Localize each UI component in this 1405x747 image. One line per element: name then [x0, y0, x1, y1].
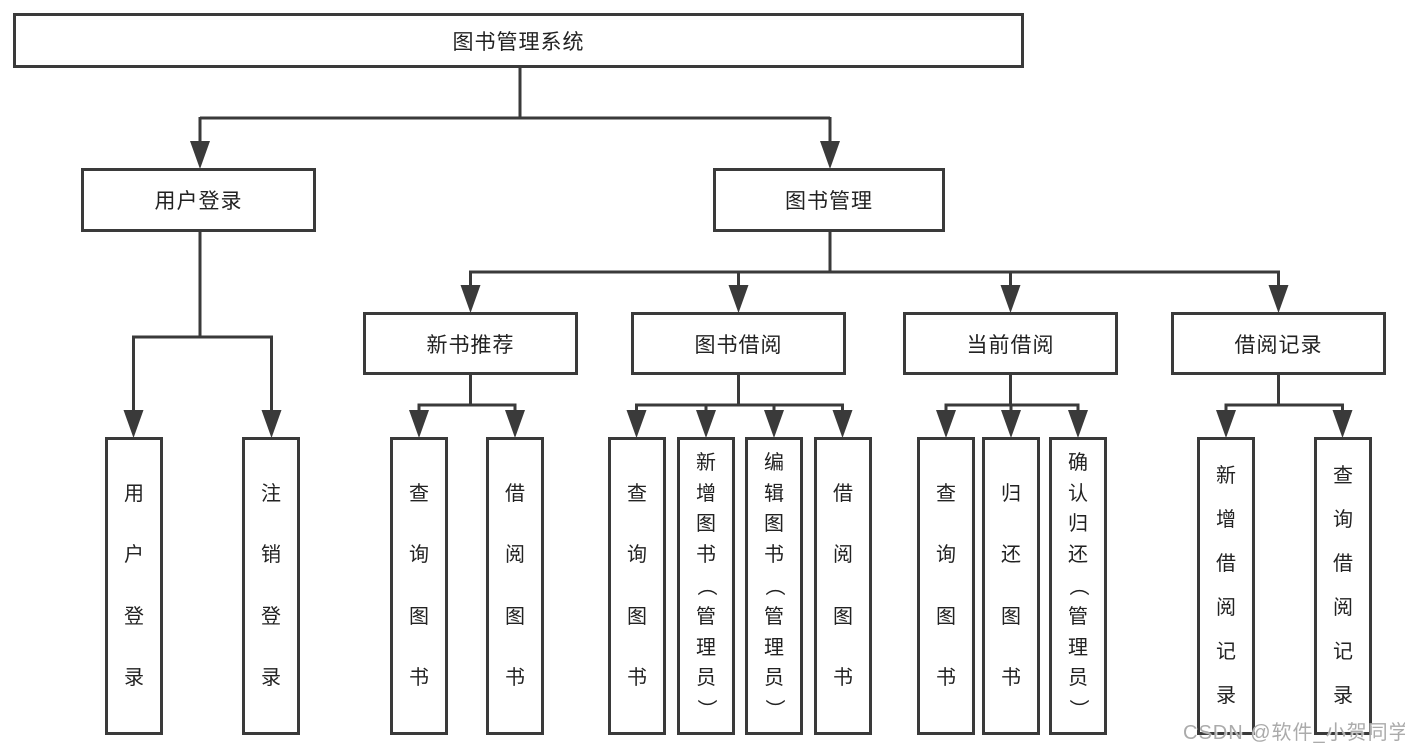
arrowhead-icon: [626, 410, 647, 438]
arrowhead-icon: [1001, 410, 1021, 438]
tree-edges: [132, 66, 1344, 414]
arrowhead-icon: [832, 410, 853, 438]
arrowhead-icon: [728, 285, 749, 313]
arrowhead-icon: [409, 410, 429, 438]
node-user-login: 用户登录: [81, 168, 316, 232]
arrowhead-icon: [460, 285, 481, 313]
arrowhead-icon: [190, 141, 210, 169]
arrowhead-icon: [764, 410, 784, 438]
leaf-query-books-recommend: 查询图书: [390, 437, 448, 735]
leaf-return-books: 归还图书: [982, 437, 1040, 735]
node-new-book-recommendation: 新书推荐: [363, 312, 578, 375]
arrowhead-icon: [123, 410, 144, 438]
leaf-add-books-admin: 新增图书（管理员）: [677, 437, 735, 735]
leaf-add-borrow-record: 新增借阅记录: [1197, 437, 1255, 735]
arrowhead-icon: [1268, 285, 1289, 313]
leaf-borrow-books-borrowing: 借阅图书: [814, 437, 872, 735]
node-library-management-system: 图书管理系统: [13, 13, 1024, 68]
leaf-query-borrow-record: 查询借阅记录: [1314, 437, 1372, 735]
leaf-query-books-current: 查询图书: [917, 437, 975, 735]
arrowhead-icon: [936, 410, 956, 438]
node-book-management: 图书管理: [713, 168, 945, 232]
leaf-confirm-return-admin: 确认归还（管理员）: [1049, 437, 1107, 735]
arrowhead-icon: [1000, 285, 1021, 313]
leaf-borrow-books-recommend: 借阅图书: [486, 437, 544, 735]
arrowhead-icon: [1216, 410, 1236, 438]
node-current-borrowing: 当前借阅: [903, 312, 1118, 375]
arrowhead-icon: [261, 410, 282, 438]
arrowheads: [123, 141, 1353, 438]
leaf-user-login: 用户登录: [105, 437, 163, 735]
arrowhead-icon: [696, 410, 716, 438]
node-book-borrowing: 图书借阅: [631, 312, 846, 375]
csdn-watermark: CSDN @软件_小贺同学: [1183, 722, 1405, 744]
arrowhead-icon: [1068, 410, 1088, 438]
node-borrowing-records: 借阅记录: [1171, 312, 1386, 375]
leaf-logout: 注销登录: [242, 437, 300, 735]
leaf-edit-books-admin: 编辑图书（管理员）: [745, 437, 803, 735]
leaf-query-books-borrowing: 查询图书: [608, 437, 666, 735]
arrowhead-icon: [1332, 410, 1353, 438]
arrowhead-icon: [820, 141, 840, 169]
arrowhead-icon: [505, 410, 525, 438]
